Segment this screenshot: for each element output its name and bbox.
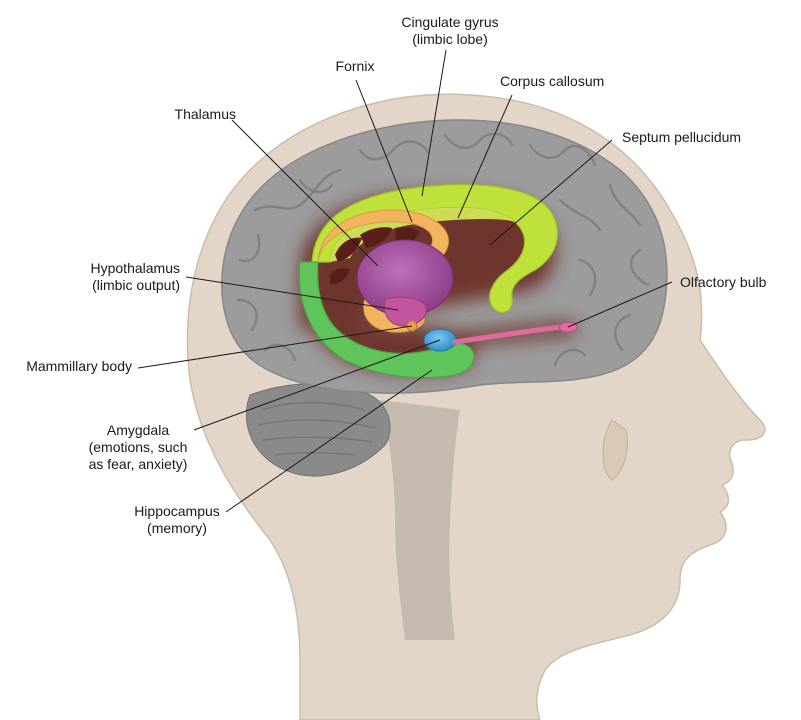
label-mammillary-body: Mammillary body xyxy=(26,358,132,374)
leader-amygdala xyxy=(193,339,441,431)
olfactory-tract-shape xyxy=(452,323,571,345)
hippocampus-shape xyxy=(298,261,475,379)
label-cingulate-gyrus: Cingulate gyrus (limbic lobe) xyxy=(401,14,499,47)
brainstem-shape xyxy=(380,400,460,640)
leader-septum xyxy=(489,139,613,246)
leader-olfactory xyxy=(567,281,673,328)
leader-cingulate xyxy=(421,49,447,197)
leader-corpus-callosum xyxy=(457,94,513,219)
label-amygdala: Amygdala (emotions, such as fear, anxiet… xyxy=(88,422,188,472)
hypothalamus-shape xyxy=(383,296,427,327)
leader-hypothalamus xyxy=(185,276,399,311)
label-fornix: Fornix xyxy=(335,58,375,74)
label-hippocampus: Hippocampus (memory) xyxy=(134,503,220,536)
leader-hippocampus xyxy=(225,369,433,513)
label-hypothalamus: Hypothalamus (limbic output) xyxy=(90,260,181,293)
ear-shape xyxy=(602,419,628,481)
label-corpus-callosum: Corpus callosum xyxy=(500,73,605,89)
leader-mammillary xyxy=(137,325,413,369)
leader-thalamus xyxy=(231,119,379,267)
label-septum-pellucidum: Septum pellucidum xyxy=(622,129,742,145)
leader-lines xyxy=(137,49,673,513)
label-thalamus: Thalamus xyxy=(174,106,236,122)
label-olfactory-bulb: Olfactory bulb xyxy=(680,274,767,290)
leader-fornix xyxy=(355,79,413,223)
